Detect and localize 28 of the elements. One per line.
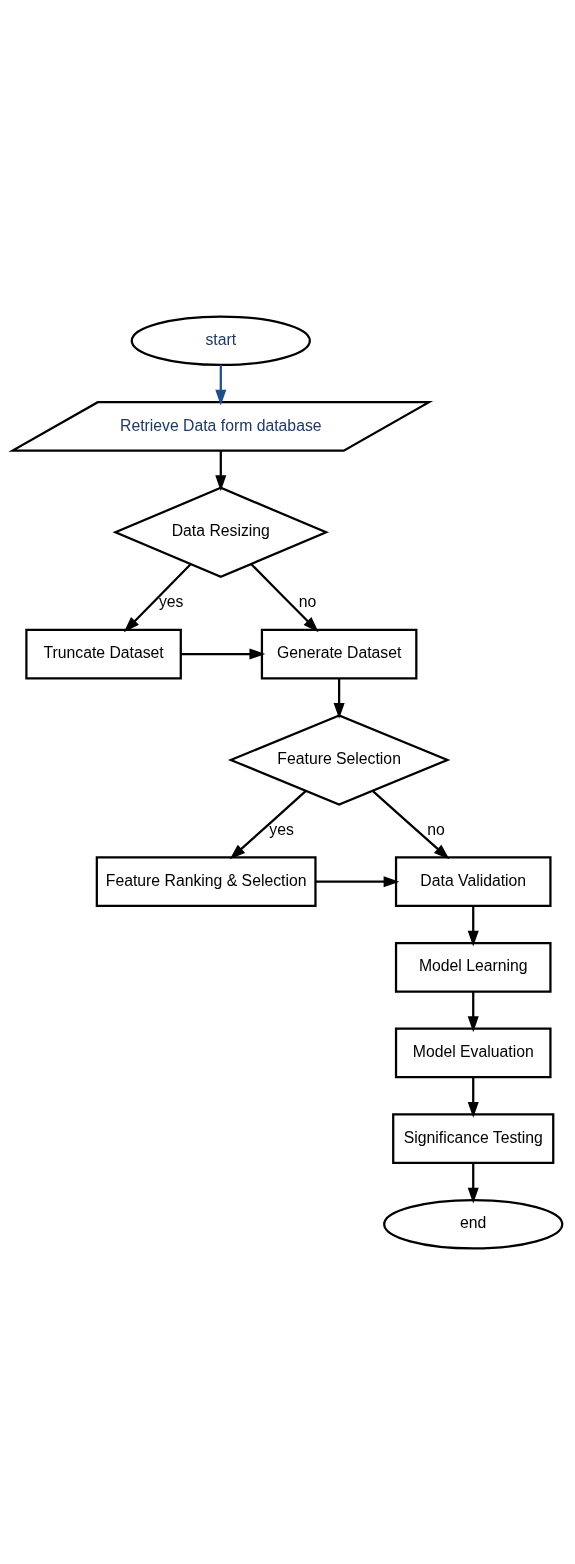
edge-label: yes xyxy=(158,592,184,610)
arrow xyxy=(123,562,192,632)
node-box: Feature Ranking & Selection xyxy=(95,855,317,907)
arrow xyxy=(229,789,307,859)
node-box: Data Validation xyxy=(394,855,552,907)
node-box: Significance Testing xyxy=(392,1112,555,1164)
node-box: Model Evaluation xyxy=(394,1027,552,1078)
arrow xyxy=(371,789,450,859)
edge-label: no xyxy=(298,592,317,610)
node-diamond: Data Resizing xyxy=(112,486,330,578)
node-box: Model Learning xyxy=(394,941,552,993)
node-ellipse: start xyxy=(130,314,311,366)
node-ellipse: end xyxy=(383,1198,564,1250)
arrow xyxy=(467,991,479,1032)
arrow xyxy=(467,1076,479,1118)
arrow xyxy=(467,1162,479,1203)
arrow xyxy=(250,562,319,632)
edge-label: no xyxy=(427,820,445,838)
arrow xyxy=(467,905,479,946)
edge-label: yes xyxy=(269,820,294,838)
node-box: Truncate Dataset xyxy=(25,628,182,679)
arrow xyxy=(333,678,345,719)
arrow xyxy=(315,875,400,887)
arrow xyxy=(215,450,227,491)
arrow xyxy=(215,364,227,406)
arrow xyxy=(180,648,266,660)
node-diamond: Feature Selection xyxy=(227,713,451,806)
node-box: Generate Dataset xyxy=(260,628,418,679)
